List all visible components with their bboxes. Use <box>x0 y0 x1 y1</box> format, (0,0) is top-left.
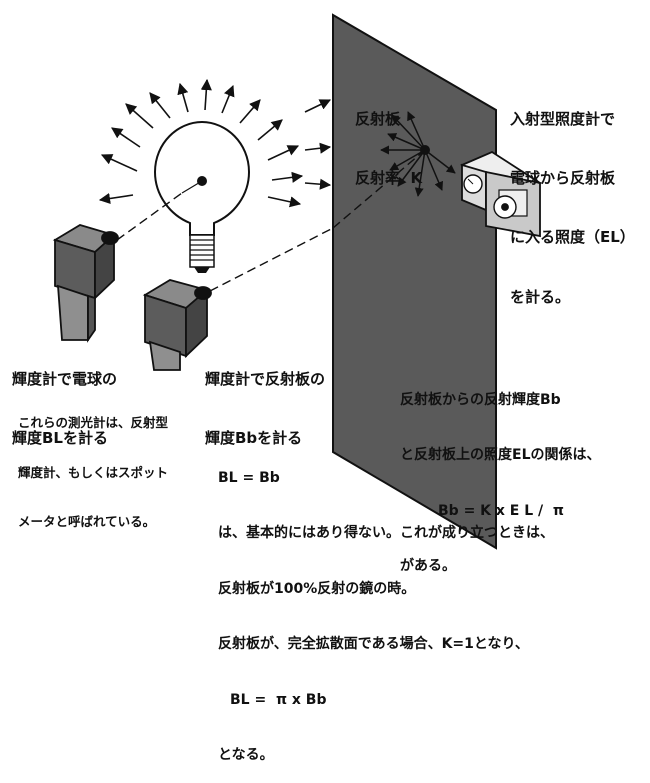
incident-meter <box>460 150 542 238</box>
panel-title: 反射板 <box>355 109 401 128</box>
sight-lines <box>116 149 426 292</box>
incident-caption-line: 入射型照度計で <box>510 109 616 128</box>
note-line: 輝度計、もしくはスポット <box>18 464 169 480</box>
incident-caption-line: 電球から反射板 <box>510 168 616 187</box>
note-line: これらの測光計は、反射型 <box>18 415 169 430</box>
relation-line: 反射板からの反射輝度Bb <box>400 391 561 408</box>
incident-caption-line: を計る。 <box>510 287 571 306</box>
bulb-meter-caption: 輝度計で電球の 輝度BLを計る <box>12 330 117 469</box>
relation-text: 反射板からの反射輝度Bb と反射板上の照度ELの関係は、 Bb = K x E … <box>400 354 600 594</box>
panel-reflectance: 反射率 K <box>355 168 423 187</box>
reflection-rays <box>380 111 456 197</box>
diffuse-formula: BL = π x Bb <box>230 691 327 708</box>
equality-line: 反射板が、完全拡散面である場合、K=1となり、 <box>218 636 529 653</box>
bulb-caption-line: 輝度計で電球の <box>12 369 118 388</box>
note-line: メータと呼ばれている。 <box>18 514 156 529</box>
relation-line: と反射板上の照度ELの関係は、 <box>400 447 601 464</box>
reflection-point <box>420 145 430 155</box>
equality-line: となる。 <box>218 746 274 763</box>
bulb-rays <box>98 78 332 208</box>
bulb-caption-line: 輝度BLを計る <box>12 428 108 447</box>
light-meter-diagram <box>52 13 542 550</box>
equality-line: 反射板が100%反射の鏡の時。 <box>218 580 416 597</box>
reflector-panel <box>332 13 497 550</box>
equality-formula: BL = Bb <box>218 469 280 486</box>
equality-text: BL = Bb は、基本的にはあり得ない。これが成り立つときは、 反射板が100… <box>218 432 554 783</box>
spot-meter-bulb <box>52 224 119 343</box>
spot-meter-panel <box>142 279 212 371</box>
relation-formula: Bb = K x E L / π <box>438 502 564 519</box>
incident-caption-line: に入る照度（EL） <box>510 228 635 247</box>
meters-note: これらの測光計は、反射型 輝度計、もしくはスポット メータと呼ばれている。 <box>18 382 168 547</box>
incident-meter-caption: 入射型照度計で 電球から反射板 に入る照度（EL） を計る。 <box>510 70 635 327</box>
panel-caption-line: 輝度Bbを計る <box>205 428 303 447</box>
panel-caption-line: 輝度計で反射板の <box>205 369 326 388</box>
equality-line: は、基本的にはあり得ない。これが成り立つときは、 <box>218 525 554 542</box>
panel-meter-caption: 輝度計で反射板の 輝度Bbを計る <box>205 330 325 469</box>
light-bulb <box>153 120 251 273</box>
